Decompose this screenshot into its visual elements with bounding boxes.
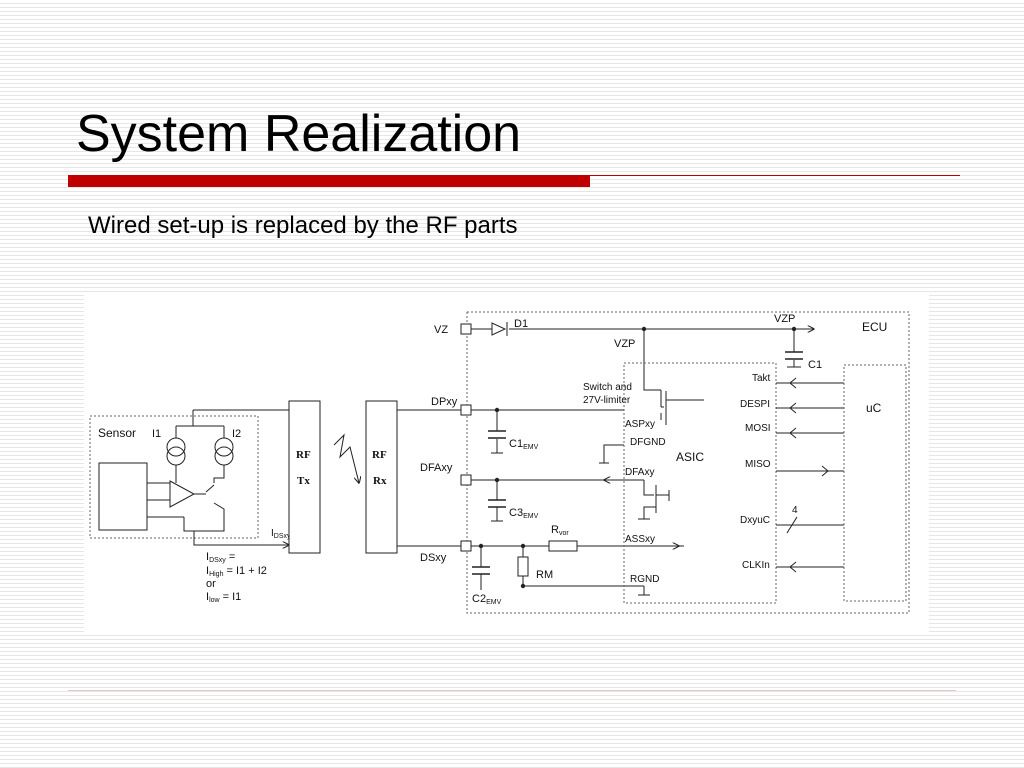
pin-vz-label: VZ (434, 324, 448, 336)
asic-pin-clkin: CLKIn (742, 560, 770, 571)
sensor-box (89, 415, 259, 539)
sensor-current-label: IDSxy (271, 528, 291, 540)
rf-rx-label-bottom: Rx (373, 475, 387, 487)
uc-label: uC (866, 401, 882, 415)
switch-label-line2: 27V-limiter (583, 395, 631, 406)
asic-pin-dxyuc: DxyuC (740, 515, 770, 526)
capacitor-c2emv (472, 566, 490, 575)
asic-pin-miso: MISO (745, 459, 771, 470)
asic-label: ASIC (676, 450, 704, 464)
pin-dfaxy-label: DFAxy (420, 462, 453, 474)
capacitor-c1-label: C1 (808, 359, 822, 371)
rf-tx-label-top: RF (296, 449, 311, 461)
connector-pins (460, 323, 472, 552)
junction-dots (478, 326, 797, 589)
svg-text:or: or (206, 578, 216, 590)
asic-pin-dfaxy: DFAxy (625, 467, 654, 478)
asic-pin-dfgnd: DFGND (630, 437, 666, 448)
rf-link-symbol (333, 433, 359, 483)
resistor-rvor-label: Rvor (551, 524, 569, 537)
rf-tx-label-bottom: Tx (297, 475, 310, 487)
vzp-label: VZP (614, 338, 635, 350)
svg-text:IDSxy =: IDSxy = (206, 551, 235, 564)
resistor-rm (517, 556, 529, 577)
capacitor-c1 (785, 351, 803, 368)
capacitor-c3emv-label: C3EMV (509, 507, 539, 520)
pin-dsxy-label: DSxy (420, 552, 447, 564)
rf-rx-label-top: RF (372, 449, 387, 461)
title-accent-bar (68, 175, 590, 187)
asic-pin-mosi: MOSI (745, 423, 771, 434)
asic-pin-rgnd: RGND (630, 574, 659, 585)
pin-dpxy-label: DPxy (431, 396, 458, 408)
diode-d1-label: D1 (514, 318, 528, 330)
asic-pin-despi: DESPI (740, 399, 770, 410)
sensor-circuit (98, 409, 289, 546)
svg-text:IHigh = I1 + I2: IHigh = I1 + I2 (206, 565, 267, 578)
asic-pin-aspxy: ASPxy (625, 419, 655, 430)
circuit-diagram: Sensor I1 I2 IDSxy IDSxy = IHigh = I1 + … (84, 295, 929, 633)
bus-width-label: 4 (792, 505, 798, 516)
ecu-boundary (466, 311, 910, 614)
rf-tx-box (288, 400, 321, 554)
capacitor-c3emv (488, 499, 506, 522)
diode-d1 (491, 322, 508, 336)
footer-rule (68, 690, 956, 691)
asic-pin-takt: Takt (752, 373, 771, 384)
resistor-rm-label: RM (536, 569, 553, 581)
sensor-label: Sensor (98, 426, 136, 440)
rf-rx-box (365, 400, 398, 554)
capacitor-c1emv (488, 430, 506, 454)
svg-text:Ilow = I1: Ilow = I1 (206, 591, 241, 604)
switch-label-line1: Switch and (583, 382, 632, 393)
asic-pin-assxy: ASSxy (625, 534, 655, 545)
slide-subtitle: Wired set-up is replaced by the RF parts (88, 212, 518, 239)
sensor-i2-label: I2 (232, 428, 241, 440)
slide-title: System Realization (76, 105, 522, 163)
asic-uc-signals (776, 377, 844, 573)
capacitor-c2emv-label: C2EMV (472, 593, 502, 606)
ground-symbols (599, 462, 650, 596)
current-formula: IDSxy = IHigh = I1 + I2 or Ilow = I1 (206, 551, 267, 604)
vzp-top-label: VZP (774, 313, 795, 325)
resistor-rvor (548, 540, 578, 552)
capacitor-c1emv-label: C1EMV (509, 438, 539, 451)
sensor-i1-label: I1 (152, 428, 161, 440)
ecu-label: ECU (862, 320, 887, 334)
title-accent-line (590, 175, 960, 176)
asic-box (623, 362, 777, 604)
uc-box (843, 364, 907, 602)
circuit-diagram-svg: Sensor I1 I2 IDSxy IDSxy = IHigh = I1 + … (89, 311, 910, 614)
